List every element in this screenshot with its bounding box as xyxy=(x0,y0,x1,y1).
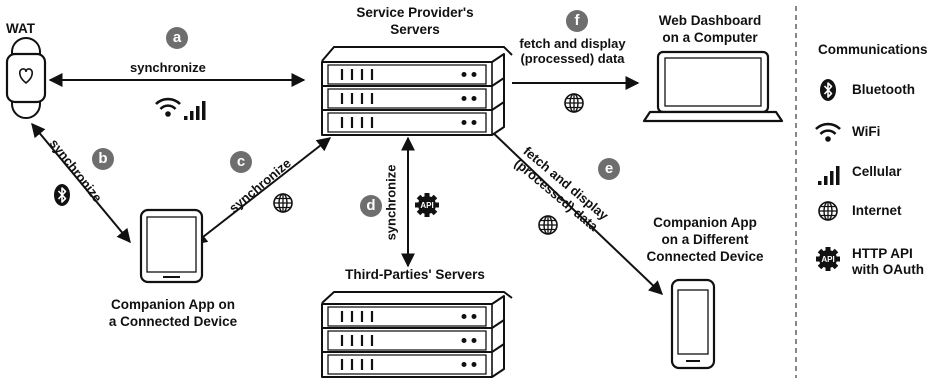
badge-b: b xyxy=(92,148,114,170)
badge-a: a xyxy=(166,27,188,49)
legend-item-internet: Internet xyxy=(812,197,937,227)
internet-icon xyxy=(273,193,293,213)
tablet-icon xyxy=(139,208,204,284)
web-dashboard-label: Web Dashboard on a Computer xyxy=(630,12,790,46)
legend-label-api: HTTP API with OAuth xyxy=(852,246,924,278)
internet-icon xyxy=(538,215,558,235)
badge-f: f xyxy=(566,10,588,32)
service-provider-servers-icon xyxy=(320,46,513,137)
web-dashboard-line-2: on a Computer xyxy=(662,30,758,45)
companion-app-label: Companion App on a Connected Device xyxy=(88,296,258,330)
arrow-c xyxy=(192,137,332,245)
different-device-line-1: Companion App xyxy=(653,215,757,230)
badge-d: d xyxy=(360,195,382,217)
third-party-servers-icon xyxy=(320,291,513,379)
legend-item-bluetooth: Bluetooth xyxy=(812,76,937,106)
third-party-label: Third-Parties' Servers xyxy=(345,267,485,282)
different-device-line-3: Connected Device xyxy=(646,249,764,264)
legend-label-api-line-1: HTTP API xyxy=(852,246,913,261)
service-provider-line-1: Service Provider's xyxy=(356,5,474,20)
edge-label-f-line-2: (processed) data xyxy=(520,51,625,66)
legend-item-api: HTTP API with OAuth xyxy=(812,238,937,278)
legend-label-internet: Internet xyxy=(852,203,902,218)
service-provider-label: Service Provider's Servers xyxy=(330,4,500,38)
legend-label-bluetooth: Bluetooth xyxy=(852,82,915,97)
edge-label-d: synchronize xyxy=(383,164,399,241)
wat-label: WAT xyxy=(6,21,35,36)
badge-c: c xyxy=(230,151,252,173)
legend-title: Communications xyxy=(818,42,928,57)
phone-icon xyxy=(670,278,716,370)
edge-label-a: synchronize xyxy=(130,60,206,75)
wifi-icon xyxy=(155,97,181,117)
legend-item-wifi: WiFi xyxy=(812,118,937,148)
badge-e: e xyxy=(598,158,620,180)
service-provider-line-2: Servers xyxy=(390,22,440,37)
arrow-b xyxy=(31,122,131,244)
wifi-icon xyxy=(815,122,841,142)
legend-label-api-line-2: with OAuth xyxy=(852,262,924,277)
wearable-device-icon xyxy=(5,37,47,119)
edge-label-f: fetch and display (processed) data xyxy=(510,36,635,66)
companion-app-line-2: a Connected Device xyxy=(108,314,238,329)
arrow-e xyxy=(487,127,664,295)
different-device-line-2: on a Different xyxy=(661,232,749,247)
laptop-icon xyxy=(642,50,784,123)
internet-icon xyxy=(564,93,584,113)
legend-item-cellular: Cellular xyxy=(812,158,937,188)
bluetooth-icon xyxy=(53,183,71,207)
legend-label-cellular: Cellular xyxy=(852,164,902,179)
api-icon xyxy=(415,193,439,217)
cellular-icon xyxy=(184,101,206,120)
edge-label-f-line-1: fetch and display xyxy=(519,36,626,51)
legend-label-wifi: WiFi xyxy=(852,124,881,139)
companion-app-line-1: Companion App on xyxy=(111,297,235,312)
cellular-icon xyxy=(818,166,840,185)
web-dashboard-line-1: Web Dashboard xyxy=(658,13,762,28)
different-device-label: Companion App on a Different Connected D… xyxy=(630,214,780,265)
